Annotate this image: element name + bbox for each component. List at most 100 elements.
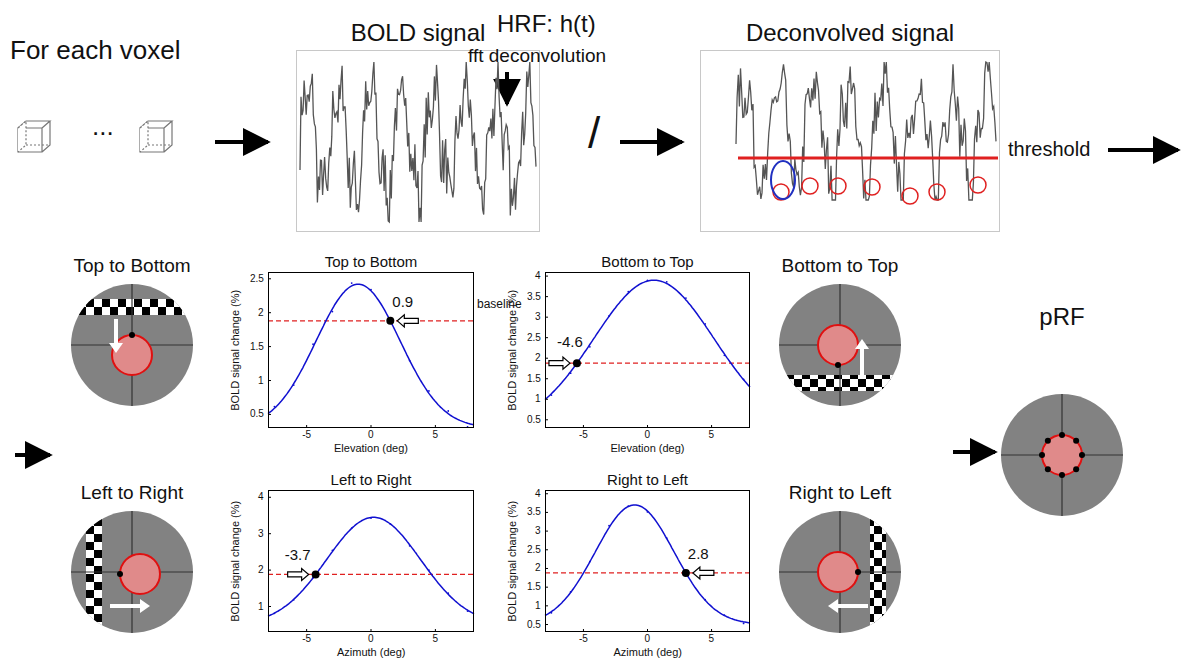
pointer-arrow	[549, 357, 570, 369]
stimulus-aperture: Right to Left	[778, 510, 902, 634]
stimulus-aperture: Top to Bottom	[70, 283, 194, 407]
signal-panel: BOLD signal	[296, 50, 540, 232]
crossing-point	[573, 359, 581, 367]
motion-arrow	[860, 349, 864, 375]
tick-label: -5	[302, 429, 311, 441]
edge-point	[1073, 466, 1079, 472]
data-point	[608, 525, 610, 527]
tick-label: 2	[535, 562, 541, 574]
tick-label: 4	[535, 270, 541, 282]
tick-label: 2	[258, 307, 264, 319]
tick-label: 3.5	[527, 291, 541, 303]
panel-title: pRF	[1039, 303, 1084, 331]
aperture-drawing	[1000, 393, 1124, 517]
tick-label: 1.5	[527, 373, 541, 385]
panel-title: BOLD signal	[351, 19, 486, 47]
aperture-drawing	[778, 283, 902, 407]
tick-label: 5	[432, 633, 438, 645]
text-label: HRF: h(t)	[497, 10, 596, 38]
data-point	[331, 311, 333, 313]
plot-frame: Right to Left	[545, 490, 750, 632]
tick-label: 0	[368, 429, 374, 441]
aperture-disk	[779, 284, 901, 406]
tick-label: -5	[302, 633, 311, 645]
data-point	[447, 592, 449, 594]
tick-label: 5	[709, 429, 715, 441]
axis-label: Elevation (deg)	[334, 442, 408, 455]
aperture-disk	[1001, 394, 1123, 516]
tick-label: 1	[258, 375, 264, 387]
prf-disk	[818, 325, 858, 365]
data-point	[428, 569, 430, 571]
g-shape	[779, 510, 901, 634]
baseline-line	[545, 572, 750, 573]
data-point	[666, 281, 668, 283]
g-shape	[778, 284, 902, 406]
gaussian-fit	[268, 284, 474, 425]
data-point	[351, 282, 353, 284]
data-point	[704, 599, 706, 601]
plot-title: Left to Right	[331, 471, 412, 488]
axis-label: BOLD signal change (%)	[229, 289, 242, 410]
tick-label: -5	[579, 429, 588, 441]
gaussian-fit	[545, 280, 750, 399]
plot-frame: Top to Bottom	[268, 272, 474, 428]
data-point	[370, 517, 372, 519]
pointer-arrow	[693, 567, 714, 579]
motion-arrowhead	[140, 599, 150, 613]
tick-label: 2.5	[527, 544, 541, 556]
text-label: For each voxel	[10, 36, 181, 66]
axis-label: Elevation (deg)	[611, 442, 685, 455]
aperture-drawing	[778, 510, 902, 634]
motion-arrowhead	[855, 339, 869, 349]
edge-point	[1039, 452, 1045, 458]
prf-disk	[1042, 435, 1082, 475]
edge-point	[1045, 466, 1051, 472]
pointer-arrow	[288, 568, 309, 580]
value-label: -4.6	[557, 333, 583, 350]
data-point	[570, 372, 572, 374]
aperture-disk	[779, 511, 901, 633]
edge-point	[117, 571, 123, 577]
data-point	[589, 561, 591, 563]
value-label: -3.7	[285, 546, 311, 563]
crossing-point	[386, 317, 394, 325]
aperture-drawing	[70, 510, 194, 634]
edge-point	[1059, 472, 1065, 478]
axis-label: Azimuth (deg)	[337, 646, 405, 659]
tick-label: 0	[645, 633, 651, 645]
tick-label: 1	[258, 601, 264, 613]
signal-trace	[300, 62, 536, 222]
data-point	[293, 599, 295, 601]
tick-label: 3	[535, 311, 541, 323]
data-point	[409, 360, 411, 362]
stimulus-aperture: pRF	[1000, 393, 1124, 517]
edge-point	[855, 569, 861, 575]
signal-traces	[300, 62, 996, 222]
signal-panel: Deconvolved signal	[700, 50, 1000, 232]
tick-label: 5	[709, 633, 715, 645]
tick-label: 1.5	[250, 341, 264, 353]
edge-point	[1073, 438, 1079, 444]
data-point	[331, 550, 333, 552]
tick-label: 0.5	[527, 414, 541, 426]
text-label: ...	[92, 112, 114, 142]
panel-title: Right to Left	[789, 482, 891, 504]
flow-arrows	[15, 72, 1178, 455]
tick-label: 4	[535, 488, 541, 500]
edge-point	[1059, 432, 1065, 438]
text-label: /	[588, 108, 600, 159]
tick-label: 2	[258, 564, 264, 576]
threshold-marks	[738, 158, 998, 204]
panel-title: Top to Bottom	[73, 255, 190, 277]
data-point	[409, 545, 411, 547]
prf-disk	[120, 554, 160, 594]
tick-label: 2.5	[527, 332, 541, 344]
data-point	[274, 612, 276, 614]
g-shape	[1001, 394, 1123, 516]
tick-label: 0	[645, 429, 651, 441]
data-point	[627, 505, 629, 507]
axis-label: BOLD signal change (%)	[506, 500, 519, 621]
text-label: fft deconvolution	[468, 45, 606, 67]
data-point	[589, 346, 591, 348]
